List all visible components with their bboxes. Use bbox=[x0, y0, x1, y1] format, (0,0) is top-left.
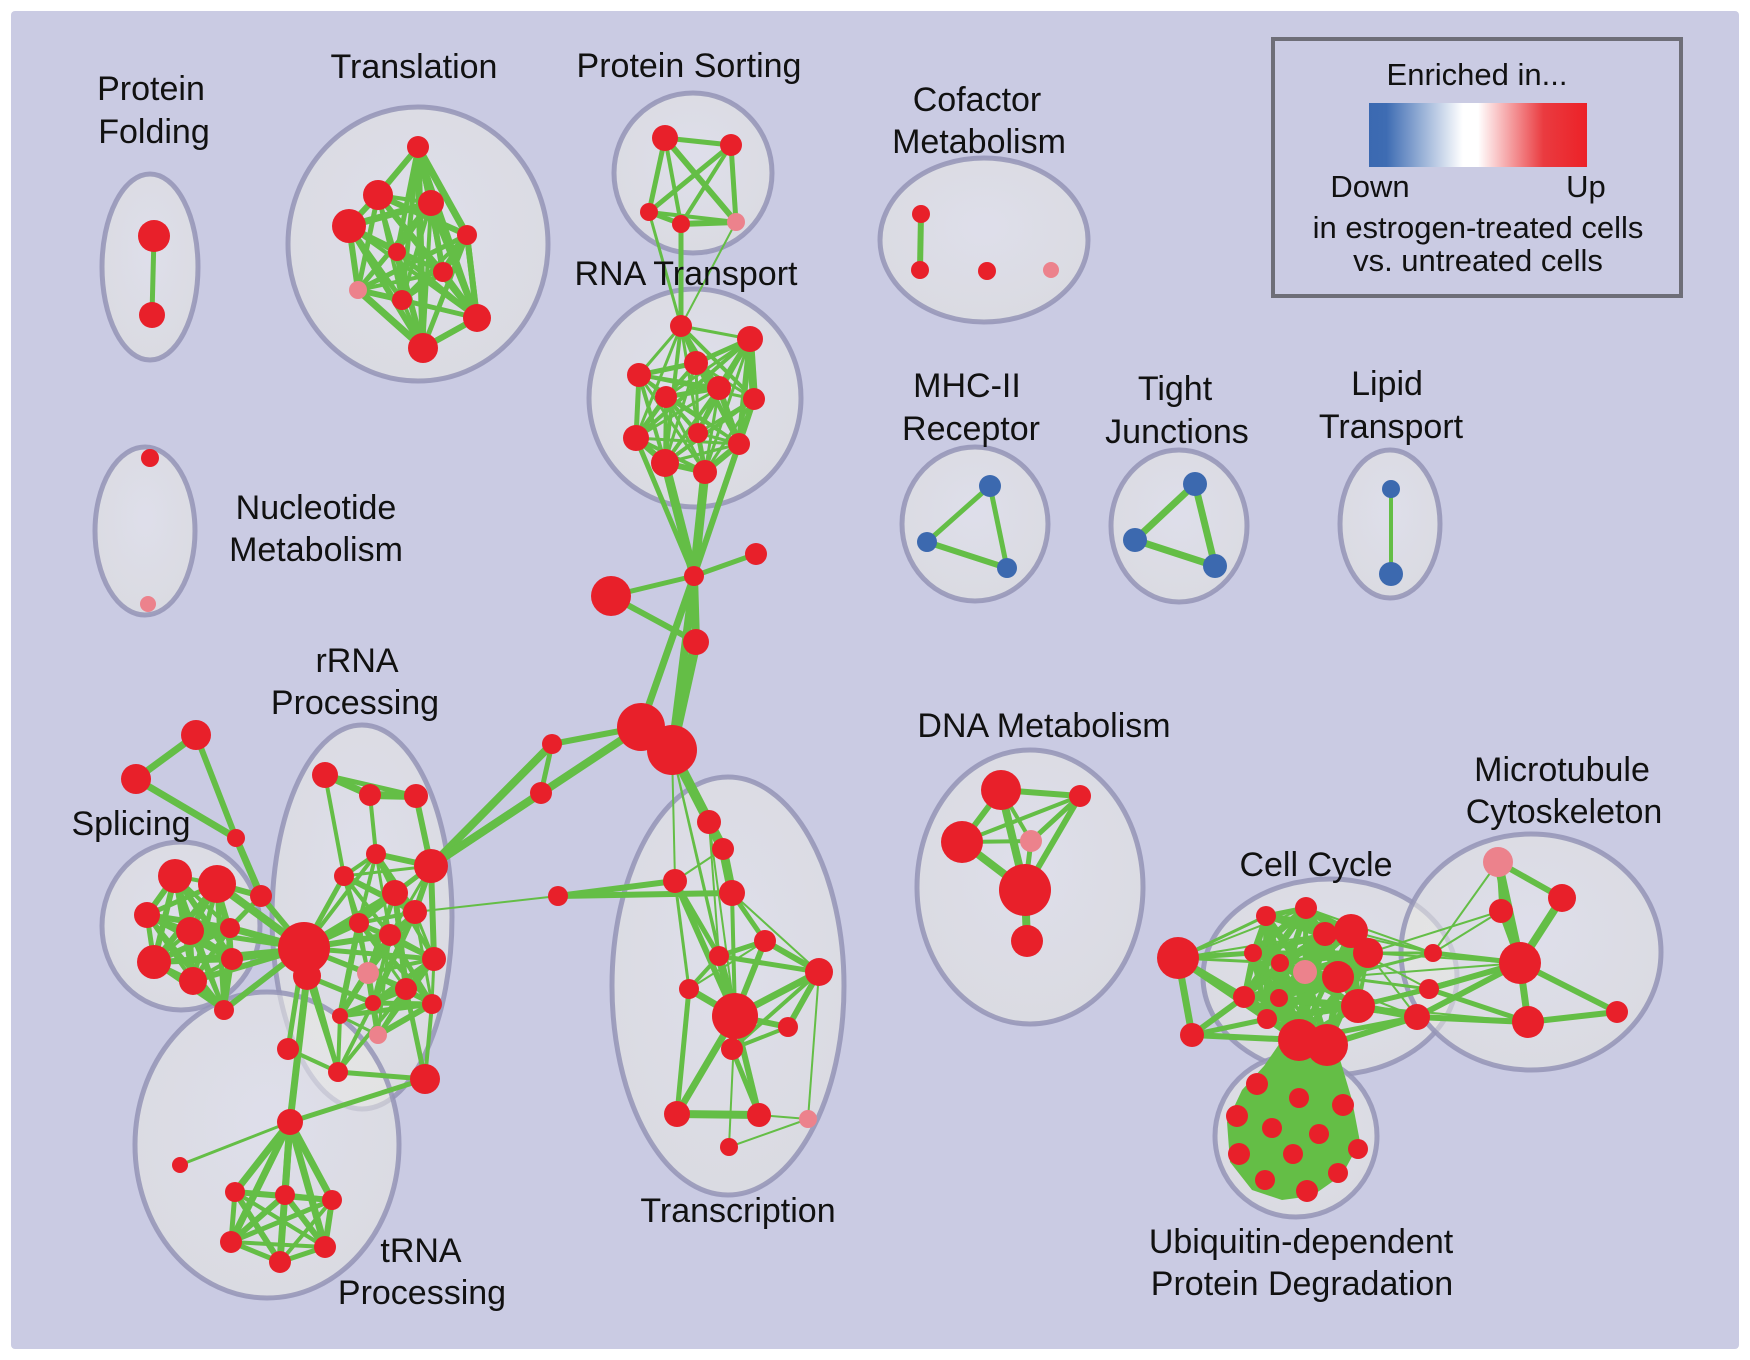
svg-text:Cofactor: Cofactor bbox=[913, 81, 1042, 119]
svg-text:Lipid: Lipid bbox=[1351, 365, 1423, 403]
svg-text:Cytoskeleton: Cytoskeleton bbox=[1466, 793, 1663, 831]
svg-text:Processing: Processing bbox=[271, 684, 439, 722]
svg-text:DNA Metabolism: DNA Metabolism bbox=[917, 707, 1170, 745]
svg-text:rRNA: rRNA bbox=[315, 642, 398, 680]
svg-text:Metabolism: Metabolism bbox=[892, 123, 1066, 161]
svg-text:MHC-II: MHC-II bbox=[913, 367, 1021, 405]
svg-text:Cell Cycle: Cell Cycle bbox=[1239, 846, 1392, 884]
svg-text:Translation: Translation bbox=[331, 48, 498, 86]
svg-text:vs. untreated cells: vs. untreated cells bbox=[1353, 243, 1603, 278]
svg-text:tRNA: tRNA bbox=[380, 1232, 462, 1270]
svg-text:Receptor: Receptor bbox=[902, 410, 1040, 448]
svg-text:Protein Sorting: Protein Sorting bbox=[577, 47, 802, 85]
svg-text:Microtubule: Microtubule bbox=[1474, 751, 1650, 789]
svg-text:in estrogen-treated cells: in estrogen-treated cells bbox=[1313, 210, 1644, 245]
svg-text:Transport: Transport bbox=[1319, 408, 1464, 446]
svg-text:Junctions: Junctions bbox=[1105, 413, 1249, 451]
svg-text:Up: Up bbox=[1566, 169, 1606, 204]
svg-text:Folding: Folding bbox=[98, 113, 210, 151]
svg-text:Protein: Protein bbox=[97, 70, 205, 108]
svg-text:Tight: Tight bbox=[1138, 370, 1213, 408]
svg-text:Splicing: Splicing bbox=[71, 805, 190, 843]
svg-text:Ubiquitin-dependent: Ubiquitin-dependent bbox=[1149, 1223, 1454, 1261]
svg-text:Processing: Processing bbox=[338, 1274, 506, 1312]
svg-text:Protein Degradation: Protein Degradation bbox=[1151, 1265, 1453, 1303]
svg-text:Metabolism: Metabolism bbox=[229, 531, 403, 569]
svg-text:Transcription: Transcription bbox=[640, 1192, 835, 1230]
svg-text:Nucleotide: Nucleotide bbox=[236, 489, 397, 527]
svg-text:RNA Transport: RNA Transport bbox=[575, 255, 799, 293]
svg-text:Enriched in...: Enriched in... bbox=[1387, 57, 1568, 92]
svg-text:Down: Down bbox=[1330, 169, 1409, 204]
